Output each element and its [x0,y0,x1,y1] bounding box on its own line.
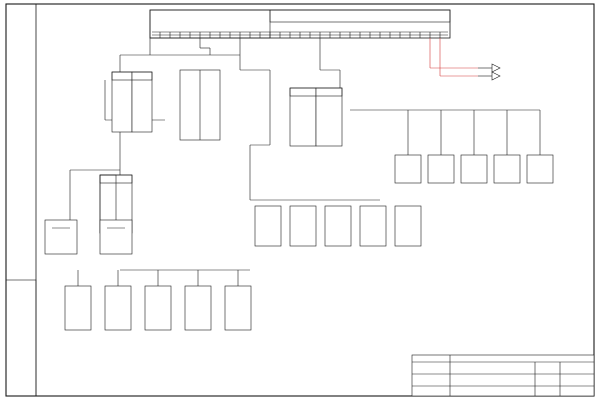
bottom-detector [184,285,212,331]
left-junction-boxes [99,71,153,234]
right-detector [460,154,488,184]
bottom-detector [104,285,132,331]
right-detector [427,154,455,184]
arrow-icon [491,71,501,81]
header-cabinet [149,9,451,39]
bottom-detectors [64,269,252,331]
middle-detector [324,205,352,247]
middle-detector [394,205,422,247]
right-detector [394,154,422,184]
middle-detector [359,205,387,247]
middle-trunk-wiring [239,38,380,201]
right-detectors [350,109,554,184]
bottom-detector [64,285,92,331]
bottom-detector [144,285,172,331]
bottom-detector [224,285,252,331]
middle-boxes [179,69,343,147]
middle-detectors [254,205,422,247]
bottom-detectors-wiring [77,269,250,286]
right-detector [526,154,554,184]
title-block [411,354,595,397]
left-detector-boxes [44,219,133,255]
sheet-frame [5,3,595,397]
right-detectors-wiring [350,109,541,155]
middle-detector [289,205,317,247]
terminal-strip [152,31,448,38]
arrow-icon [491,63,501,73]
middle-detector [254,205,282,247]
red-links [429,38,501,81]
right-detector [493,154,521,184]
left-margin-box [5,279,37,397]
